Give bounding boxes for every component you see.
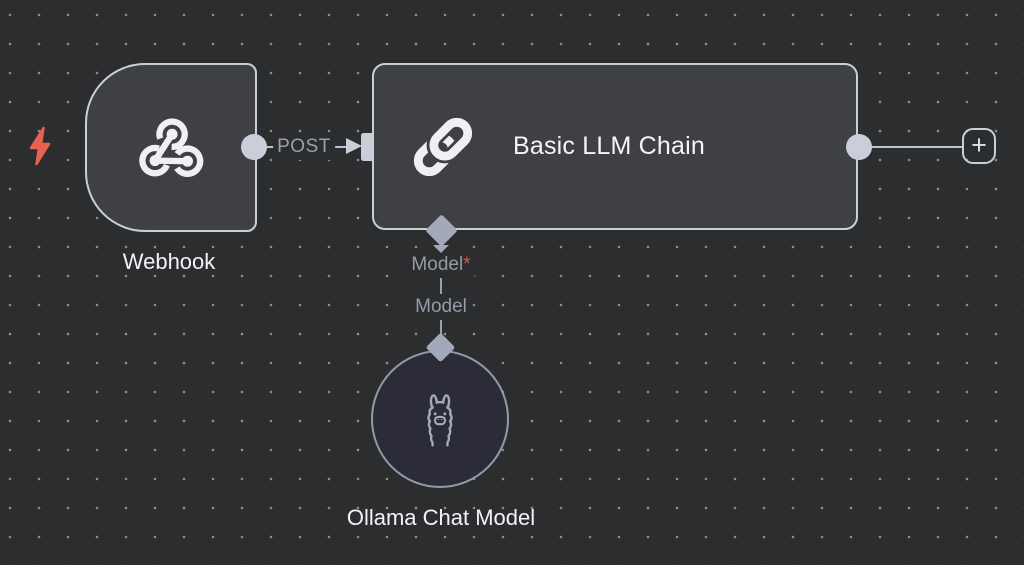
chain-link-icon [413, 114, 475, 176]
ollama-node-label: Ollama Chat Model [346, 505, 536, 530]
node-ollama-chat-model[interactable] [371, 350, 509, 488]
webhook-icon [139, 117, 204, 177]
chain-input-connector[interactable] [361, 133, 374, 161]
connection-arrowhead-icon [346, 138, 362, 154]
webhook-node-label: Webhook [122, 249, 216, 274]
lightning-bolt-icon [29, 126, 51, 166]
plus-icon: + [971, 129, 987, 160]
model-input-text: Model [411, 254, 464, 275]
connection-label-post: POST [273, 134, 335, 160]
model-input-arrow-icon [433, 245, 449, 253]
add-node-button[interactable]: + [962, 128, 996, 164]
chain-node-title: Basic LLM Chain [513, 132, 705, 160]
webhook-output-connector[interactable] [241, 134, 267, 160]
model-output-text: Model [415, 296, 467, 317]
node-basic-llm-chain[interactable]: Basic LLM Chain [372, 63, 858, 230]
llama-icon [427, 394, 453, 447]
chain-output-connector[interactable] [846, 134, 872, 160]
node-webhook[interactable] [85, 63, 257, 232]
connection-chain-to-add[interactable] [871, 145, 963, 149]
chain-model-input-label: Model* [407, 252, 475, 278]
required-marker: * [463, 254, 471, 275]
ollama-model-output-label: Model [411, 294, 471, 320]
